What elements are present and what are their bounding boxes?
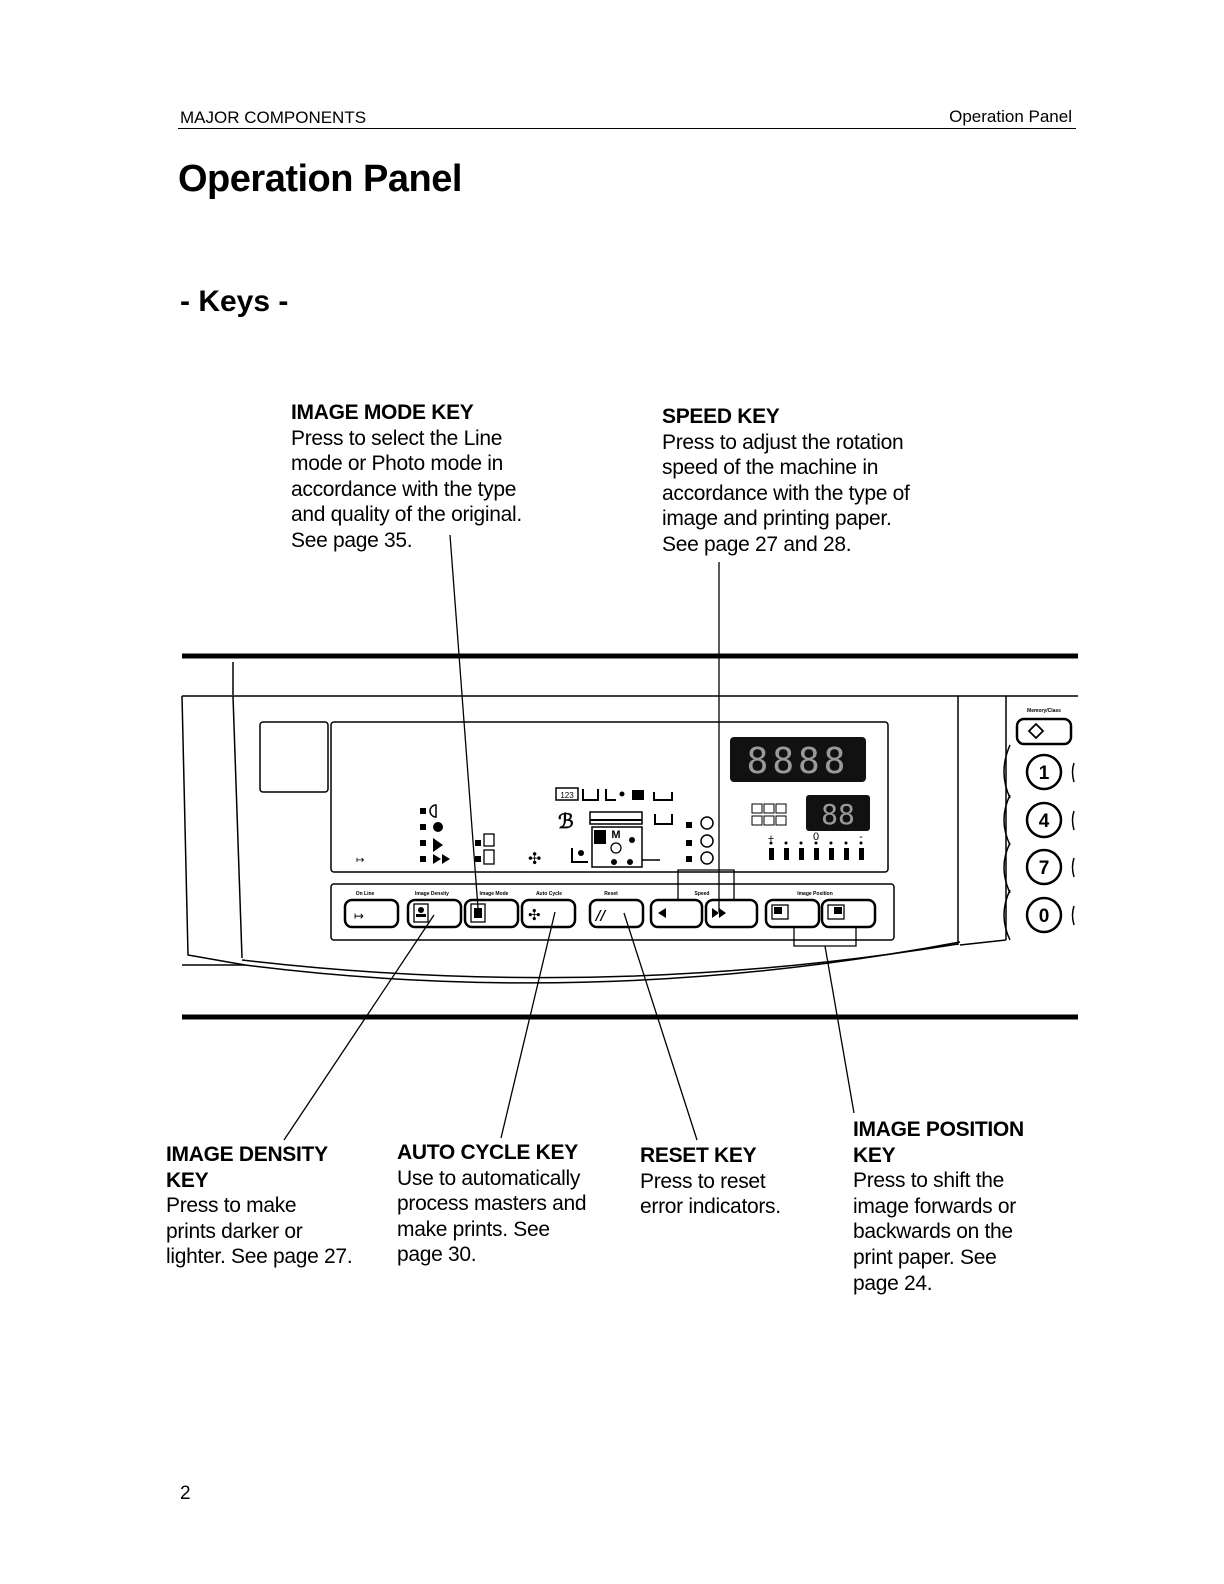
scale-zero: 0 bbox=[813, 831, 819, 843]
callout-reset-body: Press to reset error indicators. bbox=[640, 1169, 781, 1219]
sub-display bbox=[806, 795, 870, 831]
callout-leader-lines bbox=[283, 534, 855, 1141]
speed-up-icon bbox=[712, 908, 726, 918]
svg-text:123: 123 bbox=[560, 791, 574, 800]
header-rule bbox=[178, 128, 1076, 129]
image-mode-indicators bbox=[475, 833, 495, 865]
reset-icon: // bbox=[594, 909, 607, 924]
callout-image-position-title: IMAGE POSITION KEY bbox=[853, 1118, 1024, 1167]
auto-cycle-indicator-icon: ✣ bbox=[528, 849, 541, 868]
speed-down-icon bbox=[658, 908, 666, 918]
callout-image-position: IMAGE POSITION KEY Press to shift the im… bbox=[853, 1117, 1024, 1296]
numeric-key-7[interactable] bbox=[1025, 848, 1063, 886]
callout-auto-cycle: AUTO CYCLE KEY Use to automatically proc… bbox=[397, 1140, 587, 1268]
position-forward-icon bbox=[771, 904, 789, 920]
running-header-topic: Operation Panel bbox=[949, 107, 1072, 126]
callout-image-density-title: IMAGE DENSITY KEY bbox=[166, 1143, 328, 1192]
status-icons: 123 ℬ bbox=[555, 787, 714, 868]
label-memory-class: Memory/Class bbox=[1027, 708, 1061, 714]
scale-minus: - bbox=[859, 831, 863, 843]
reset-key[interactable] bbox=[588, 898, 645, 929]
numeric-key-0[interactable] bbox=[1025, 896, 1063, 934]
page-title: Operation Panel bbox=[178, 158, 462, 200]
callout-image-mode-title: IMAGE MODE KEY bbox=[291, 401, 474, 424]
label-on-line: On Line bbox=[356, 891, 375, 897]
auto-cycle-icon: ✣ bbox=[528, 906, 541, 924]
callout-image-density: IMAGE DENSITY KEY Press to make prints d… bbox=[166, 1142, 353, 1270]
memory-class-key[interactable] bbox=[1015, 717, 1073, 746]
numeric-key-1-label: 1 bbox=[1039, 763, 1050, 784]
numeric-key-4[interactable] bbox=[1025, 801, 1063, 839]
label-image-density: Image Density bbox=[415, 891, 449, 897]
image-density-key[interactable] bbox=[406, 898, 463, 929]
position-back-icon bbox=[827, 904, 845, 920]
label-speed: Speed bbox=[694, 891, 709, 897]
label-reset: Reset bbox=[604, 891, 618, 897]
page-number: 2 bbox=[180, 1483, 191, 1504]
on-line-key[interactable] bbox=[343, 898, 400, 929]
callout-speed-title: SPEED KEY bbox=[662, 405, 780, 428]
auto-cycle-key[interactable] bbox=[520, 898, 577, 929]
section-subtitle: - Keys - bbox=[180, 285, 289, 318]
callout-auto-cycle-title: AUTO CYCLE KEY bbox=[397, 1141, 578, 1164]
numeric-key-1[interactable] bbox=[1025, 753, 1063, 791]
numeric-key-0-label: 0 bbox=[1039, 906, 1050, 927]
callout-speed-body: Press to adjust the rotation speed of th… bbox=[662, 430, 910, 556]
memory-class-icon bbox=[1027, 722, 1045, 740]
counter-display-digits: 8888 bbox=[747, 741, 850, 782]
sub-display-digits: 88 bbox=[821, 798, 855, 831]
callout-image-mode-body: Press to select the Line mode or Photo m… bbox=[291, 426, 522, 552]
callout-image-mode: IMAGE MODE KEY Press to select the Line … bbox=[291, 400, 522, 554]
callout-reset: RESET KEY Press to reset error indicator… bbox=[640, 1143, 781, 1220]
image-density-icon bbox=[413, 903, 429, 923]
callout-auto-cycle-body: Use to automatically process masters and… bbox=[397, 1166, 587, 1267]
callout-reset-title: RESET KEY bbox=[640, 1144, 757, 1167]
keypad-edge-arcs bbox=[1003, 744, 1075, 941]
on-line-icon: ↦ bbox=[354, 909, 364, 923]
callout-image-position-body: Press to shift the image forwards or bac… bbox=[853, 1169, 1016, 1295]
numeric-key-7-label: 7 bbox=[1039, 858, 1050, 879]
callout-image-density-body: Press to make prints darker or lighter. … bbox=[166, 1194, 353, 1269]
density-indicators: ↦ bbox=[356, 804, 450, 866]
mode-letter: M bbox=[611, 829, 620, 841]
svg-text:↦: ↦ bbox=[356, 855, 364, 866]
numeric-key-4-label: 4 bbox=[1039, 811, 1050, 832]
label-auto-cycle: Auto Cycle bbox=[536, 891, 562, 897]
label-image-mode: Image Mode bbox=[480, 891, 509, 897]
image-position-back-key[interactable] bbox=[820, 898, 877, 929]
svg-text:ℬ: ℬ bbox=[558, 811, 574, 833]
image-position-forward-key[interactable] bbox=[764, 898, 821, 929]
running-header-section: MAJOR COMPONENTS bbox=[180, 108, 367, 127]
counter-display bbox=[730, 737, 866, 782]
label-image-position: Image Position bbox=[797, 891, 833, 897]
scale-plus: + bbox=[768, 833, 774, 845]
callout-speed: SPEED KEY Press to adjust the rotation s… bbox=[662, 404, 910, 558]
image-position-scale bbox=[769, 841, 864, 860]
memory-indicator-icons bbox=[751, 803, 787, 826]
speed-down-key[interactable] bbox=[649, 898, 704, 929]
